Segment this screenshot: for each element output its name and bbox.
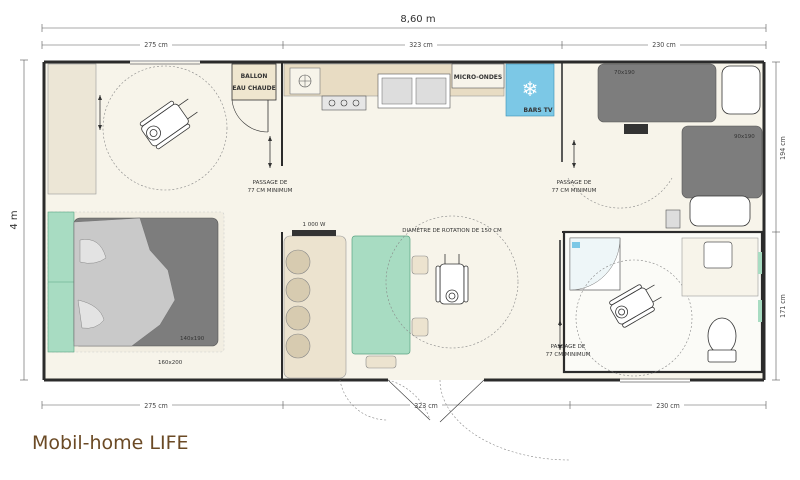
left-dimension [20,59,28,381]
pillow-right [689,195,751,227]
passage-a-line2: 77 CM MINIMUM [248,188,293,194]
rotation-label: DIAMÈTRE DE ROTATION DE 150 CM [402,226,502,234]
water-heater: BALLON EAU CHAUDE [231,63,277,133]
washbasin [703,241,733,269]
wheelchair-icon [139,98,198,150]
total-width-label: 8,60 m [400,14,435,25]
top-mid-dim: 323 cm [409,41,433,49]
passage-b-line2: 77 CM MINIMUM [552,188,597,194]
small-bedroom: 70x190 90x190 [561,62,763,229]
kitchen: MICRO-ONDES ❄ BARS TV [283,63,555,117]
windows [130,60,690,383]
toilet-icon [707,317,737,355]
microwave [451,63,505,89]
dining-table [351,235,411,355]
bottom-mid-dim: 323 cm [414,402,438,410]
wardrobe [47,63,97,195]
bed-70x190 [597,63,717,123]
right-dimensions [772,61,780,381]
top-right-dim: 230 cm [652,41,676,49]
bottom-right-dim: 230 cm [656,402,680,410]
passage-c-line1: PASSAGE DE [551,344,586,350]
living-area: 1 000 W DIAMÈTRE DE ROTATION DE 150 CM [283,215,519,379]
snowflake-icon: ❄ [522,77,539,101]
interior-walls [281,62,764,380]
rotation-circle-living [385,215,519,349]
cooktop [321,95,367,111]
right-lower-dim: 171 cm [779,294,787,318]
entry-doors [339,379,571,461]
bed-top-size: 70x190 [614,70,635,76]
bed-right-size: 90x190 [734,134,755,140]
height-dim: 4 m [9,210,20,229]
heater-label: 1 000 W [303,222,326,228]
top-left-dim: 275 cm [144,41,168,49]
bed-main-size: 140x190 [180,336,205,342]
chair [411,255,429,275]
right-upper-dim: 194 cm [779,136,787,160]
micro-ondes-label: MICRO-ONDES [454,74,502,81]
rotation-circle-bedroom [102,65,228,191]
outer-walls [42,60,766,382]
ballon-label: BALLON [241,73,268,80]
bottom-left-dim: 275 cm [144,402,168,410]
passage-a-line1: PASSAGE DE [253,180,288,186]
eau-chaude-label: EAU CHAUDE [232,85,275,92]
pillow-top [721,65,761,115]
nightstand [624,124,648,134]
passage-c-line2: 77 CM MINIMUM [546,352,591,358]
bathroom [562,230,764,377]
wheelchair-living-icon [435,254,469,305]
bed-area-size: 160x200 [158,360,183,366]
page-title: Mobil-home LIFE [32,432,189,454]
bars-tv-label: BARS TV [524,107,553,114]
main-bedroom: 140x190 160x200 [47,63,228,366]
fridge [505,63,555,117]
passage-b-line1: PASSAGE DE [557,180,592,186]
wheelchair-bath-icon [609,284,662,328]
heater [292,230,336,236]
